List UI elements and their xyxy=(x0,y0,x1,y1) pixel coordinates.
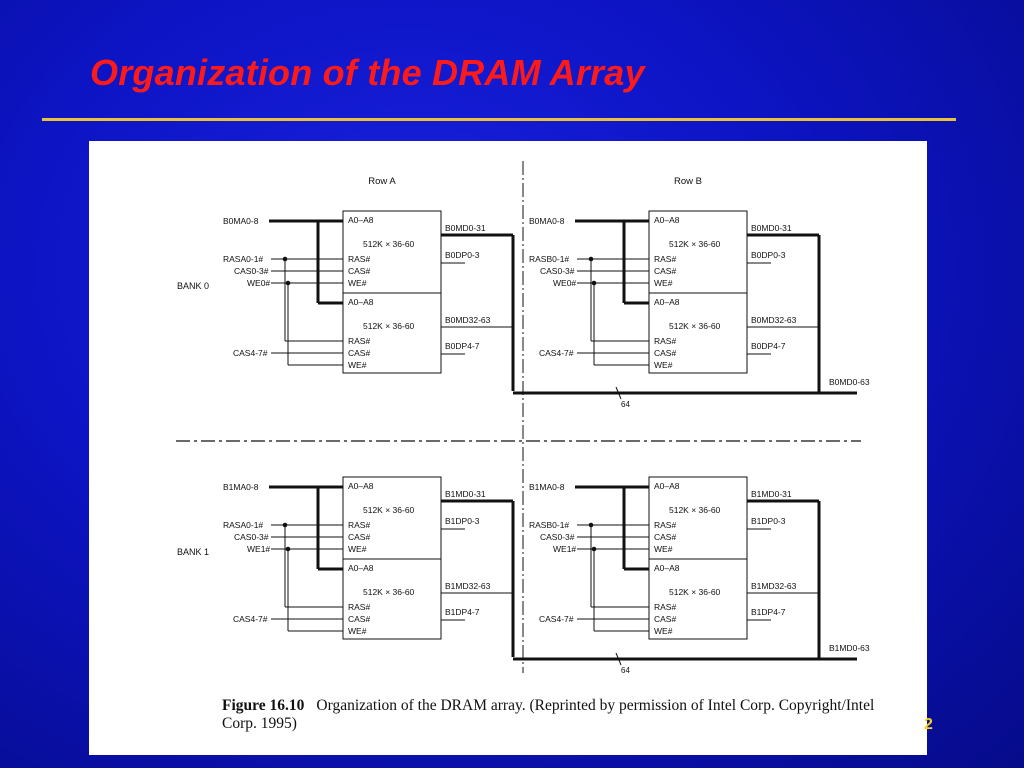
chip-pin-label: CAS# xyxy=(654,266,676,276)
we-label: WE0# xyxy=(247,278,270,288)
bank-label-1: BANK 1 xyxy=(177,547,209,557)
chip-pin-label: RAS# xyxy=(348,254,370,264)
dram-chip-lower xyxy=(342,558,442,640)
we-label: WE1# xyxy=(553,544,576,554)
chip-pin-label: RAS# xyxy=(654,336,676,346)
chip-pin-label: A0–A8 xyxy=(654,481,680,491)
chip-capacity-label: 512K × 36-60 xyxy=(669,321,721,331)
ras-label: RASB0-1# xyxy=(529,520,569,530)
bus-width-slash xyxy=(615,652,622,666)
cas-upper-label: CAS4-7# xyxy=(233,348,268,358)
row-b-label: Row B xyxy=(674,176,702,187)
parity-output-label: B1DP4-7 xyxy=(445,607,480,617)
chip-pin-label: CAS# xyxy=(348,532,370,542)
title-divider xyxy=(42,118,956,121)
cas-label: CAS0-3# xyxy=(234,266,269,276)
bus-width-label: 64 xyxy=(621,666,630,675)
chip-pin-label: WE# xyxy=(348,360,367,370)
chip-pin-label: WE# xyxy=(348,626,367,636)
cas-upper-label: CAS4-7# xyxy=(233,614,268,624)
chip-pin-label: RAS# xyxy=(654,254,676,264)
chip-capacity-label: 512K × 36-60 xyxy=(363,239,415,249)
chip-pin-label: CAS# xyxy=(348,614,370,624)
chip-pin-label: WE# xyxy=(654,626,673,636)
data-output-label: B1MD0-31 xyxy=(445,489,486,499)
chip-pin-label: WE# xyxy=(654,278,673,288)
we-label: WE1# xyxy=(247,544,270,554)
chip-pin-label: WE# xyxy=(654,360,673,370)
chip-pin-label: CAS# xyxy=(348,266,370,276)
parity-output-label: B1DP0-3 xyxy=(751,516,786,526)
chip-capacity-label: 512K × 36-60 xyxy=(669,587,721,597)
chip-pin-label: RAS# xyxy=(348,602,370,612)
data-output-label: B0MD0-31 xyxy=(445,223,486,233)
cas-upper-label: CAS4-7# xyxy=(539,348,574,358)
parity-output-label: B0DP0-3 xyxy=(445,250,480,260)
data-output-label: B0MD0-31 xyxy=(751,223,792,233)
cas-upper-label: CAS4-7# xyxy=(539,614,574,624)
parity-output-label: B0DP0-3 xyxy=(751,250,786,260)
parity-output-label: B1DP4-7 xyxy=(751,607,786,617)
data-output-label: B1MD0-31 xyxy=(751,489,792,499)
bus-width-slash xyxy=(615,386,622,400)
chip-pin-label: CAS# xyxy=(348,348,370,358)
chip-pin-label: A0–A8 xyxy=(348,563,374,573)
parity-output-label: B1DP0-3 xyxy=(445,516,480,526)
chip-pin-label: WE# xyxy=(348,544,367,554)
dram-chip-lower xyxy=(648,292,748,374)
bank-bus-label: B0MD0-63 xyxy=(829,377,870,387)
bank-bus-label: B1MD0-63 xyxy=(829,643,870,653)
chip-pin-label: A0–A8 xyxy=(348,297,374,307)
parity-output-label: B0DP4-7 xyxy=(445,341,480,351)
bus-width-label: 64 xyxy=(621,400,630,409)
cas-label: CAS0-3# xyxy=(540,532,575,542)
chip-capacity-label: 512K × 36-60 xyxy=(363,587,415,597)
chip-pin-label: A0–A8 xyxy=(348,481,374,491)
page-number: 2 xyxy=(924,716,933,733)
caption-label: Figure 16.10 xyxy=(222,697,305,714)
caption-text: Organization of the DRAM array. (Reprint… xyxy=(222,697,875,732)
dram-chip-lower xyxy=(342,292,442,374)
ras-label: RASA0-1# xyxy=(223,520,263,530)
bank-label-0: BANK 0 xyxy=(177,281,209,291)
slide-title: Organization of the DRAM Array xyxy=(90,52,645,93)
chip-pin-label: CAS# xyxy=(654,614,676,624)
chip-pin-label: A0–A8 xyxy=(348,215,374,225)
chip-pin-label: A0–A8 xyxy=(654,215,680,225)
address-label: B0MA0-8 xyxy=(529,216,565,226)
chip-pin-label: RAS# xyxy=(348,336,370,346)
chip-pin-label: A0–A8 xyxy=(654,563,680,573)
data-output-label: B1MD32-63 xyxy=(445,581,491,591)
chip-capacity-label: 512K × 36-60 xyxy=(363,321,415,331)
chip-pin-label: RAS# xyxy=(654,602,676,612)
chip-capacity-label: 512K × 36-60 xyxy=(363,505,415,515)
row-a-label: Row A xyxy=(368,176,396,187)
cas-label: CAS0-3# xyxy=(540,266,575,276)
we-label: WE0# xyxy=(553,278,576,288)
cas-label: CAS0-3# xyxy=(234,532,269,542)
chip-pin-label: RAS# xyxy=(348,520,370,530)
chip-capacity-label: 512K × 36-60 xyxy=(669,239,721,249)
chip-pin-label: WE# xyxy=(348,278,367,288)
chip-capacity-label: 512K × 36-60 xyxy=(669,505,721,515)
chip-pin-label: CAS# xyxy=(654,348,676,358)
ras-label: RASB0-1# xyxy=(529,254,569,264)
data-output-label: B0MD32-63 xyxy=(751,315,797,325)
parity-output-label: B0DP4-7 xyxy=(751,341,786,351)
data-output-label: B1MD32-63 xyxy=(751,581,797,591)
chip-pin-label: A0–A8 xyxy=(654,297,680,307)
chip-pin-label: RAS# xyxy=(654,520,676,530)
dram-chip-lower xyxy=(648,558,748,640)
address-label: B1MA0-8 xyxy=(529,482,565,492)
data-output-label: B0MD32-63 xyxy=(445,315,491,325)
chip-pin-label: WE# xyxy=(654,544,673,554)
address-label: B0MA0-8 xyxy=(223,216,259,226)
chip-pin-label: CAS# xyxy=(654,532,676,542)
ras-label: RASA0-1# xyxy=(223,254,263,264)
address-label: B1MA0-8 xyxy=(223,482,259,492)
